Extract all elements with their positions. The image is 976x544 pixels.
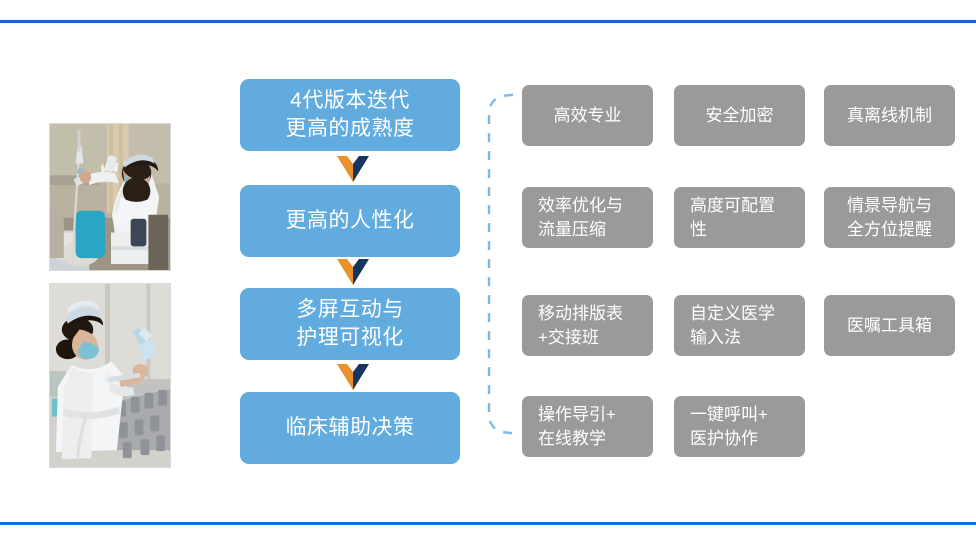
- feature-box-r2c1-line2: 流量压缩: [538, 219, 606, 239]
- dashed-bracket-connector: [485, 92, 515, 436]
- flow-arrow-3-icon: [337, 364, 369, 390]
- photo-nurse-iv-drip: [49, 123, 171, 271]
- feature-box-r3c1[interactable]: 移动排版表 +交接班: [522, 295, 653, 356]
- feature-box-r2c2-text: 高度可配置 性: [690, 194, 775, 241]
- feature-box-r3c2-text: 自定义医学 输入法: [690, 302, 775, 349]
- bottom-divider-rule: [0, 522, 976, 525]
- photo-nurse-iv-drip-image: [50, 124, 170, 270]
- feature-box-r2c1-text: 效率优化与 流量压缩: [538, 194, 623, 241]
- flow-step-1-line2: 更高的成熟度: [285, 117, 415, 140]
- feature-box-r2c2-line2: 性: [690, 219, 707, 239]
- feature-box-r4c1-line1: 操作导引+: [538, 405, 616, 425]
- feature-box-r1c2-text: 安全加密: [705, 105, 774, 125]
- feature-box-r3c3-text: 医嘱工具箱: [847, 315, 932, 335]
- feature-box-r1c3-text: 真离线机制: [847, 105, 932, 125]
- flow-step-3-line2: 护理可视化: [296, 326, 404, 349]
- photo-nurse-medication-image: [50, 284, 170, 467]
- feature-box-r4c2[interactable]: 一键呼叫+ 医护协作: [674, 396, 805, 457]
- flow-step-3-text: 多屏互动与 护理可视化: [296, 296, 404, 351]
- flow-arrow-1-icon: [337, 156, 369, 182]
- feature-box-r4c1[interactable]: 操作导引+ 在线教学: [522, 396, 653, 457]
- feature-box-r2c1[interactable]: 效率优化与 流量压缩: [522, 187, 653, 248]
- flow-step-4[interactable]: 临床辅助决策: [240, 392, 460, 464]
- flow-step-4-text: 临床辅助决策: [285, 416, 415, 440]
- top-divider-rule: [0, 20, 976, 23]
- feature-box-r3c2-line1: 自定义医学: [690, 304, 775, 324]
- feature-box-r3c1-line2: +交接班: [538, 327, 599, 347]
- feature-box-r3c1-text: 移动排版表 +交接班: [538, 302, 623, 349]
- flow-step-3[interactable]: 多屏互动与 护理可视化: [240, 288, 460, 360]
- flow-step-3-line1: 多屏互动与: [296, 298, 404, 322]
- flow-step-2[interactable]: 更高的人性化: [240, 185, 460, 257]
- feature-box-r1c1-text: 高效专业: [553, 105, 622, 125]
- feature-box-r3c3[interactable]: 医嘱工具箱: [824, 295, 955, 356]
- feature-box-r4c1-text: 操作导引+ 在线教学: [538, 403, 616, 450]
- feature-box-r4c2-line1: 一键呼叫+: [690, 405, 768, 425]
- feature-box-r1c1[interactable]: 高效专业: [522, 85, 653, 146]
- feature-box-r2c3-line1: 情景导航与: [847, 196, 932, 216]
- feature-box-r2c2[interactable]: 高度可配置 性: [674, 187, 805, 248]
- flow-step-2-text: 更高的人性化: [285, 209, 415, 233]
- feature-box-r3c2[interactable]: 自定义医学 输入法: [674, 295, 805, 356]
- feature-box-r2c3-text: 情景导航与 全方位提醒: [847, 194, 932, 241]
- flow-arrow-2-icon: [337, 259, 369, 285]
- feature-box-r4c2-line2: 医护协作: [690, 428, 758, 448]
- flow-step-1-line1: 4代版本迭代: [290, 89, 410, 113]
- feature-box-r1c2[interactable]: 安全加密: [674, 85, 805, 146]
- photo-nurse-medication: [49, 283, 171, 468]
- feature-box-r3c1-line1: 移动排版表: [538, 304, 623, 324]
- feature-box-r4c2-text: 一键呼叫+ 医护协作: [690, 403, 768, 450]
- flow-step-1[interactable]: 4代版本迭代 更高的成熟度: [240, 79, 460, 151]
- feature-box-r3c2-line2: 输入法: [690, 327, 741, 347]
- feature-box-r4c1-line2: 在线教学: [538, 428, 606, 448]
- flow-step-1-text: 4代版本迭代 更高的成熟度: [286, 87, 415, 142]
- feature-box-r2c2-line1: 高度可配置: [690, 196, 775, 216]
- feature-box-r2c3-line2: 全方位提醒: [847, 219, 932, 239]
- feature-box-r2c3[interactable]: 情景导航与 全方位提醒: [824, 187, 955, 248]
- feature-box-r1c3[interactable]: 真离线机制: [824, 85, 955, 146]
- feature-box-r2c1-line1: 效率优化与: [538, 196, 623, 216]
